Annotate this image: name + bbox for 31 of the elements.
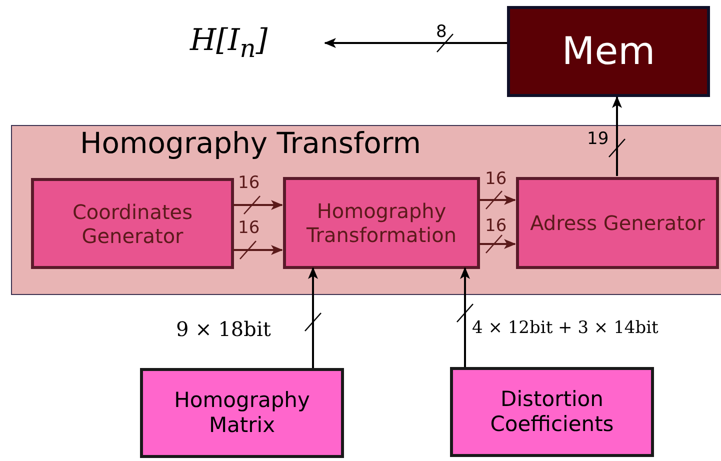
edge-label: 4 × 12bit + 3 × 14bit — [472, 320, 658, 337]
box-label: Distortion Coefficients — [489, 386, 615, 438]
edge-label: 16 — [238, 220, 260, 237]
edge-label: 16 — [485, 171, 507, 188]
box-label: Adress Generator — [529, 211, 706, 235]
process-box — [31, 178, 234, 269]
edge-label: 19 — [587, 131, 609, 148]
module-panel — [11, 125, 721, 295]
arrow — [612, 96, 622, 176]
edge-label: 8 — [436, 24, 447, 41]
process-box — [516, 177, 719, 269]
input-box — [140, 368, 344, 458]
panel-title: Homography Transform — [80, 126, 422, 161]
edge-label: 16 — [485, 218, 507, 235]
process-box — [283, 177, 480, 269]
output-label: H[I$_{n}$] — [190, 22, 268, 64]
arrow — [324, 38, 507, 48]
box-label: Coordinates Generator — [71, 200, 194, 248]
box-label: Homography Transformation — [305, 199, 458, 247]
memory-block — [507, 6, 710, 97]
arrow — [479, 195, 516, 205]
box-label: Homography Matrix — [173, 388, 311, 438]
edge-label: 16 — [238, 175, 260, 192]
box-label: Mem — [562, 28, 656, 74]
arrow — [308, 267, 318, 368]
arrow — [233, 200, 283, 210]
arrow — [233, 245, 283, 255]
arrow — [479, 239, 516, 249]
arrow — [460, 267, 470, 367]
edge-label: 9 × 18bit — [176, 319, 271, 339]
input-box — [450, 367, 654, 457]
